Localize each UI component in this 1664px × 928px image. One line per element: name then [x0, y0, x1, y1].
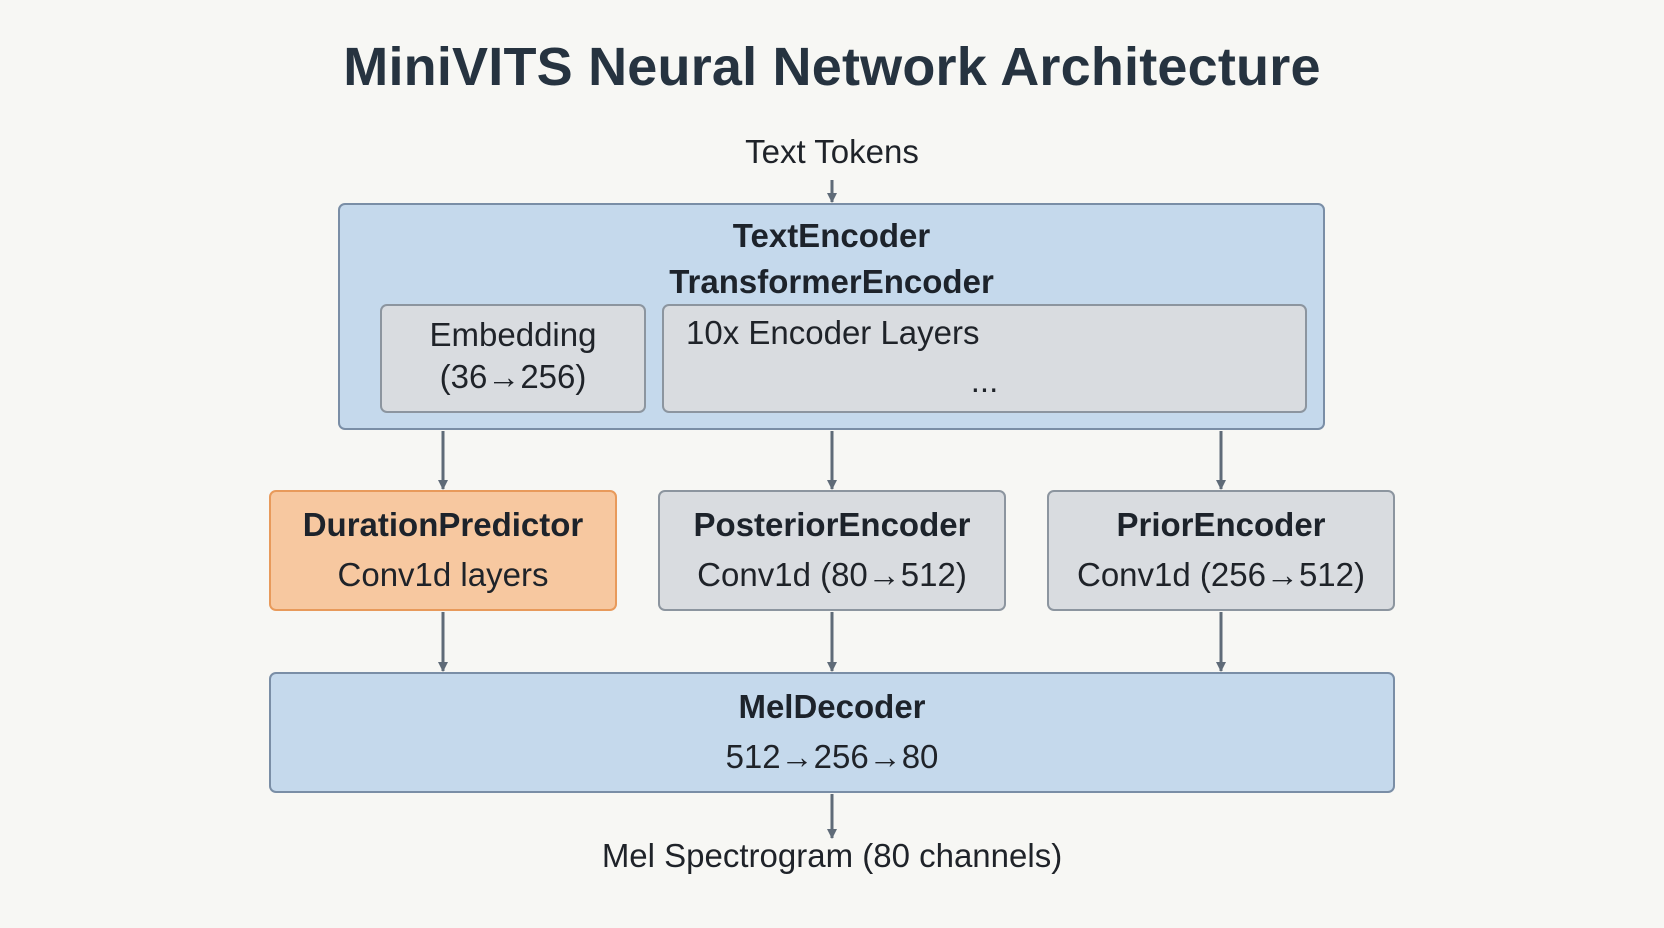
prior-encoder-title: PriorEncoder [1116, 506, 1326, 543]
text-encoder-title-line2: TransformerEncoder [669, 263, 994, 300]
text-encoder-title: TextEncoder TransformerEncoder [340, 213, 1323, 305]
mel-decoder-title: MelDecoder [738, 688, 926, 725]
duration-predictor-title: DurationPredictor [302, 506, 584, 543]
mel-decoder-detail: 512→256→80 [725, 738, 939, 775]
encoder-layers-line1: 10x Encoder Layers [686, 314, 980, 351]
mel-decoder-box: MelDecoder 512→256→80 [269, 672, 1395, 793]
posterior-encoder-detail: Conv1d (80→512) [697, 556, 967, 593]
encoder-layers-line2: ... [970, 362, 999, 399]
output-label: Mel Spectrogram (80 channels) [601, 837, 1063, 874]
input-label: Text Tokens [745, 133, 919, 170]
duration-predictor-box: DurationPredictor Conv1d layers [269, 490, 617, 611]
duration-predictor-detail: Conv1d layers [337, 556, 549, 593]
text-encoder-title-line1: TextEncoder [732, 217, 931, 254]
diagram-title: MiniVITS Neural Network Architecture [343, 37, 1321, 97]
encoder-layers-box: 10x Encoder Layers ... [662, 304, 1307, 413]
prior-encoder-detail: Conv1d (256→512) [1076, 556, 1365, 593]
prior-encoder-box: PriorEncoder Conv1d (256→512) [1047, 490, 1395, 611]
embedding-line1: Embedding [429, 316, 597, 353]
posterior-encoder-title: PosteriorEncoder [693, 506, 971, 543]
embedding-line2: (36→256) [439, 358, 587, 395]
posterior-encoder-box: PosteriorEncoder Conv1d (80→512) [658, 490, 1006, 611]
embedding-box: Embedding (36→256) [380, 304, 646, 413]
